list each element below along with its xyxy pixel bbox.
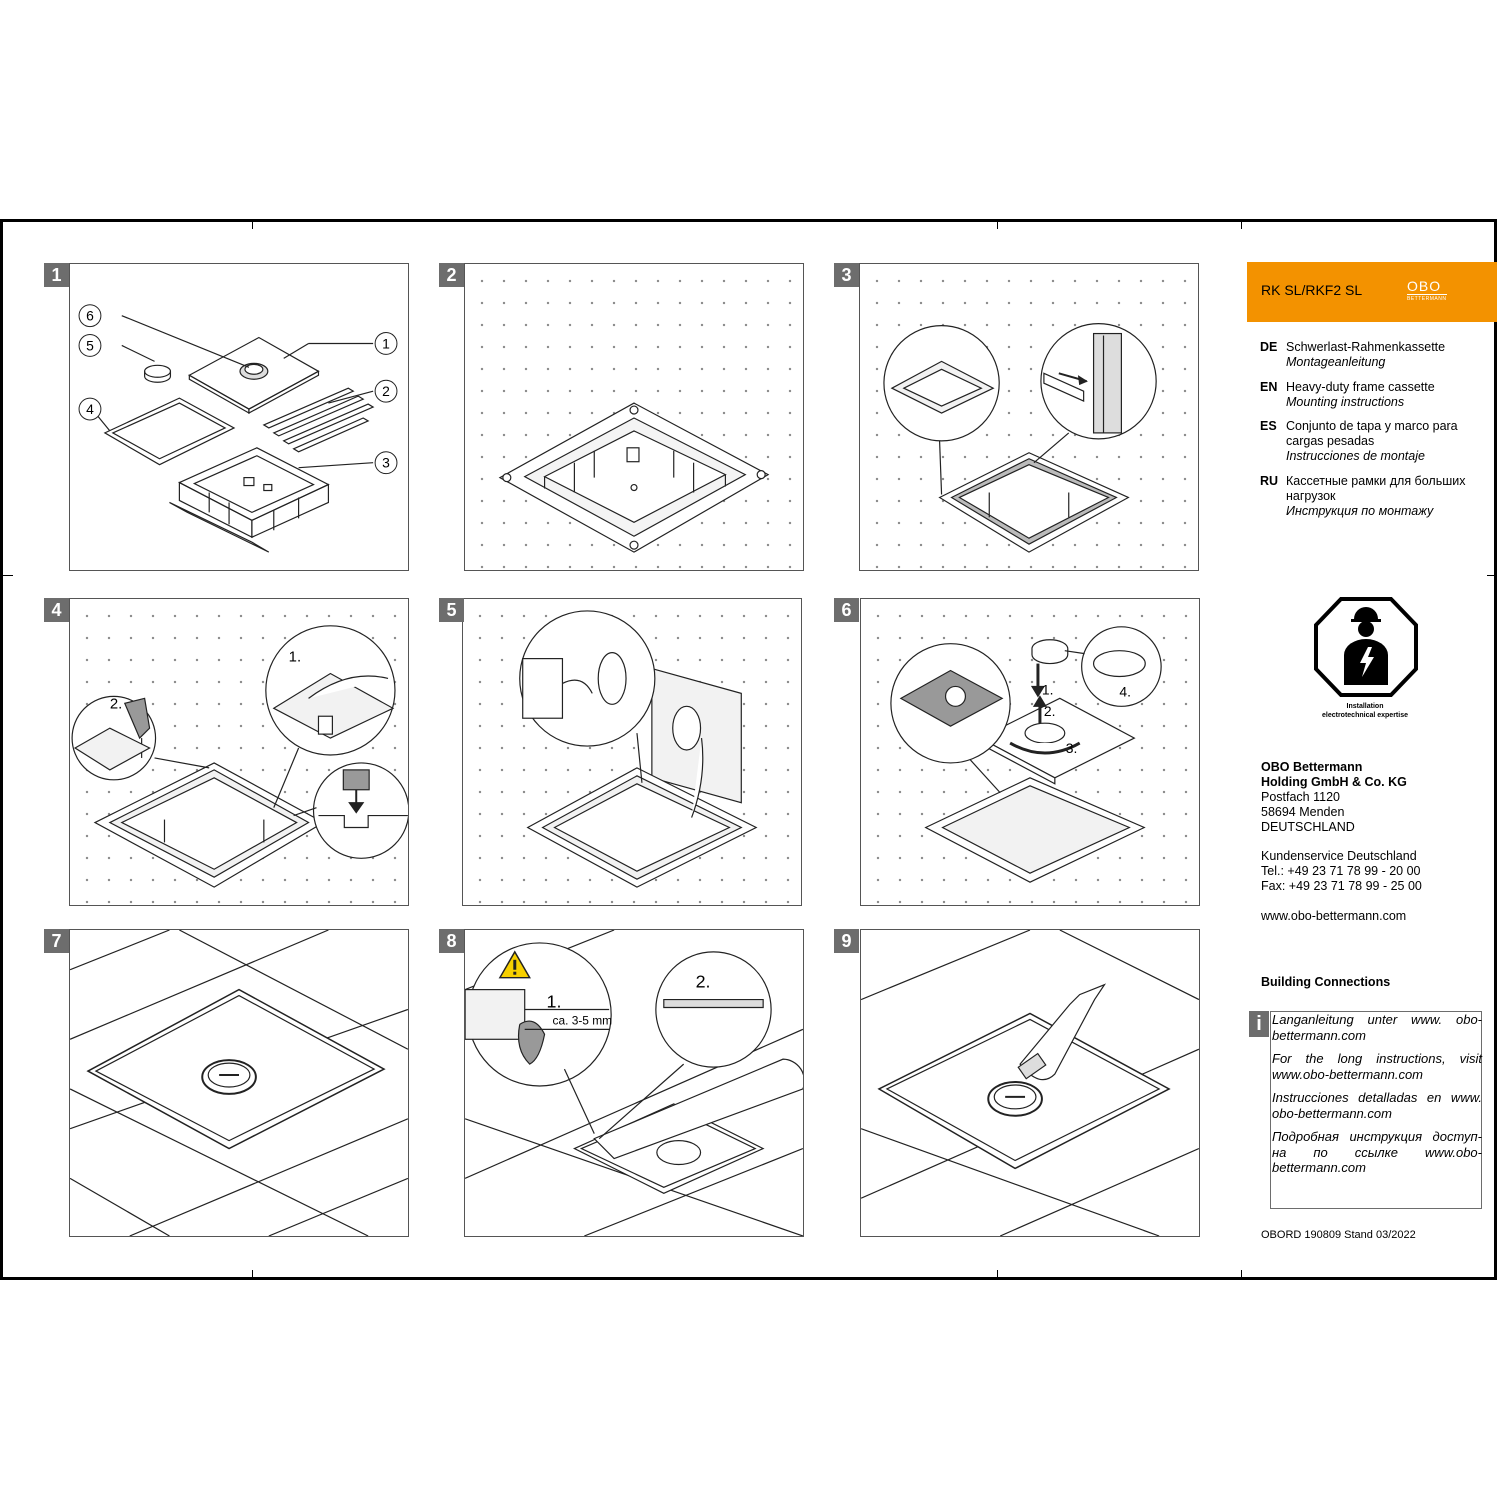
lang-subtitle: Montageanleitung xyxy=(1286,355,1386,369)
step-panel-9 xyxy=(860,929,1200,1237)
callout-4: 4 xyxy=(86,401,94,417)
callout-2: 2 xyxy=(382,383,390,399)
step-label-1: 1. xyxy=(1042,681,1054,697)
company-name: OBO Bettermann xyxy=(1261,760,1363,774)
obo-logo: OBO BETTERMANN xyxy=(1407,279,1447,302)
levelling-illustration: 1. 2. xyxy=(71,625,408,888)
step-panel-1: 6 5 4 1 2 3 xyxy=(69,263,409,571)
cable-entry-illustration xyxy=(519,610,758,888)
lang-title: Conjunto de tapa y marco para cargas pes… xyxy=(1286,419,1458,448)
company-name-2: Holding GmbH & Co. KG xyxy=(1261,775,1407,789)
safety-caption: Installation electrotechnical expertise xyxy=(1290,702,1440,720)
company-address: OBO Bettermann Holding GmbH & Co. KG Pos… xyxy=(1261,760,1407,835)
lang-subtitle: Instrucciones de montaje xyxy=(1286,449,1425,463)
info-icon: i xyxy=(1249,1011,1269,1037)
lang-code: ES xyxy=(1260,419,1277,433)
fold-mark xyxy=(1241,1270,1242,1280)
company-street: Postfach 1120 xyxy=(1261,790,1340,804)
callout-circles xyxy=(78,304,398,475)
info-box xyxy=(1270,1011,1482,1209)
info-text-de: Langanleitung unter www. obo-bettermann.… xyxy=(1272,1012,1482,1043)
step-label-4: 4. xyxy=(1119,683,1131,699)
lang-subtitle: Инструкция по монтажу xyxy=(1286,504,1434,518)
info-text-ru: Подробная инструкция доступ-на по ссылке… xyxy=(1272,1129,1482,1175)
step-panel-7 xyxy=(69,929,409,1237)
step-number-9: 9 xyxy=(834,929,859,953)
website-link[interactable]: www.obo-bettermann.com xyxy=(1261,909,1407,923)
lang-code: RU xyxy=(1260,474,1279,488)
fold-mark xyxy=(1487,575,1497,576)
fold-mark xyxy=(252,219,253,229)
lang-title: Schwerlast-Rahmenkassette xyxy=(1286,340,1446,354)
step-panel-6: 1. 2. 3. 4. xyxy=(860,598,1200,906)
exploded-view-illustration: 6 5 4 1 2 3 xyxy=(78,304,398,553)
product-name: RK SL/RKF2 SL xyxy=(1261,282,1363,298)
safety-caption-line: electrotechnical expertise xyxy=(1322,712,1408,719)
step-number-5: 5 xyxy=(439,598,464,622)
lang-code: EN xyxy=(1260,380,1278,394)
step-panel-8: 1. ca. 3-5 mm 2. xyxy=(464,929,804,1237)
sealing-illustration: 1. ca. 3-5 mm 2. xyxy=(465,930,803,1236)
step-number-2: 2 xyxy=(439,263,464,287)
step-label-1: 1. xyxy=(547,991,562,1011)
step-number-1: 1 xyxy=(44,263,69,287)
lang-title: Heavy-duty frame cassette xyxy=(1286,380,1435,394)
service-label: Kundenservice Deutschland xyxy=(1261,849,1417,863)
fax: Fax: +49 23 71 78 99 - 25 00 xyxy=(1261,879,1422,893)
step-number-3: 3 xyxy=(834,263,859,287)
step-number-8: 8 xyxy=(439,929,464,953)
fold-mark xyxy=(997,1270,998,1280)
step-number-4: 4 xyxy=(44,598,69,622)
fold-mark xyxy=(1241,219,1242,229)
electrician-safety-icon xyxy=(1314,597,1418,697)
step-label-2: 2. xyxy=(696,972,711,992)
step-number-7: 7 xyxy=(44,929,69,953)
lang-subtitle: Mounting instructions xyxy=(1286,395,1405,409)
tagline: Building Connections xyxy=(1261,975,1391,989)
fold-mark xyxy=(252,1270,253,1280)
step-label-2: 2. xyxy=(110,696,122,712)
phone: Tel.: +49 23 71 78 99 - 20 00 xyxy=(1261,864,1421,878)
step-label-2: 2. xyxy=(1044,703,1056,719)
step-label-3: 3. xyxy=(1066,740,1078,756)
company-city: 58694 Menden xyxy=(1261,805,1345,819)
cleaning-illustration xyxy=(861,930,1199,1236)
callout-3: 3 xyxy=(382,455,390,471)
safety-caption-line: Installation xyxy=(1346,703,1384,710)
info-text-es: Instrucciones detalladas en www. obo-bet… xyxy=(1272,1090,1482,1121)
gap-label: ca. 3-5 mm xyxy=(553,1013,613,1027)
document-footer: OBORD 190809 Stand 03/2022 xyxy=(1261,1229,1416,1241)
step-label-1: 1. xyxy=(289,650,301,666)
step-panel-3 xyxy=(859,263,1199,571)
step-panel-5 xyxy=(462,598,802,906)
frame-insert-illustration xyxy=(883,323,1157,553)
callout-1: 1 xyxy=(382,335,390,351)
warning-icon xyxy=(498,950,531,979)
customer-service: Kundenservice Deutschland Tel.: +49 23 7… xyxy=(1261,849,1422,894)
cover-mounting-illustration: 1. 2. 3. 4. xyxy=(890,626,1162,883)
frame-cassette-illustration xyxy=(498,402,770,553)
lang-code: DE xyxy=(1260,340,1278,354)
fold-mark xyxy=(997,219,998,229)
installed-floor-illustration xyxy=(70,930,408,1236)
logo-text: OBO xyxy=(1407,279,1447,295)
product-header: RK SL/RKF2 SL OBO BETTERMANN xyxy=(1247,262,1497,322)
step-number-6: 6 xyxy=(834,598,859,622)
callout-6: 6 xyxy=(86,308,94,324)
company-country: DEUTSCHLAND xyxy=(1261,820,1355,834)
callout-5: 5 xyxy=(86,337,94,353)
step-panel-4: 1. 2. xyxy=(69,598,409,906)
step-panel-2 xyxy=(464,263,804,571)
lang-title: Кассетные рамки для больших нагрузок xyxy=(1286,474,1466,503)
logo-subtext: BETTERMANN xyxy=(1407,296,1447,302)
info-text-en: For the long instructions, visit www.obo… xyxy=(1272,1051,1482,1082)
fold-mark xyxy=(3,575,13,576)
